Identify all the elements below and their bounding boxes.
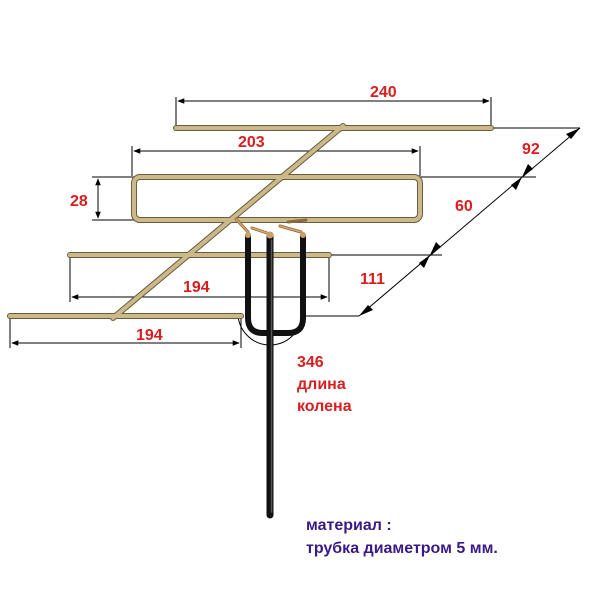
knee-label-line1: длина — [297, 376, 346, 393]
dim-loop-height: 28 — [70, 193, 88, 210]
antenna-elements — [7, 123, 494, 321]
dim-spacing-middle: 60 — [455, 198, 473, 215]
dim-bottom-element: 194 — [136, 327, 163, 344]
dim-top-element: 240 — [370, 84, 397, 101]
dim-second-element: 203 — [238, 134, 265, 151]
mast-knee — [245, 231, 306, 519]
dim-third-element: 194 — [183, 279, 210, 296]
dimension-lines — [9, 97, 581, 348]
material-label: материал : — [306, 517, 392, 534]
dim-spacing-top: 92 — [522, 141, 540, 158]
knee-length: 346 — [297, 354, 324, 371]
knee-label-line2: колена — [297, 398, 352, 415]
dim-spacing-bottom: 111 — [360, 271, 385, 288]
material-description: трубка диаметром 5 мм. — [306, 540, 498, 557]
